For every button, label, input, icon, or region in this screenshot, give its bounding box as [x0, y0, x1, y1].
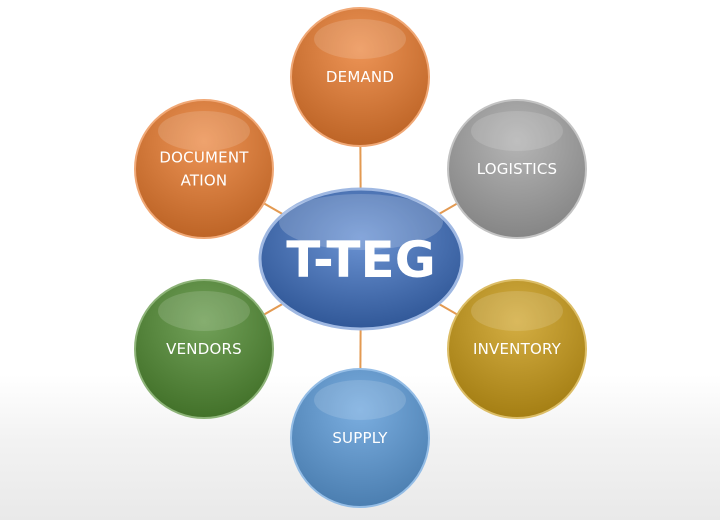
node-highlight-logistics [471, 111, 563, 151]
hub-label: T-TEG [286, 231, 435, 289]
hub-ellipse [258, 187, 464, 331]
node-logistics: LOGISTICS [447, 99, 587, 239]
node-highlight-supply [314, 380, 406, 420]
node-demand: DEMAND [290, 7, 430, 147]
node-circle-inventory [447, 279, 587, 419]
node-label-inventory: INVENTORY [473, 340, 562, 358]
node-inventory: INVENTORY [447, 279, 587, 419]
node-label-documentation: DOCUMENT [159, 149, 249, 167]
node-highlight-vendors [158, 291, 250, 331]
node-circle-documentation [134, 99, 274, 239]
node-highlight-inventory [471, 291, 563, 331]
node-circle-vendors [134, 279, 274, 419]
node-label-demand: DEMAND [326, 68, 394, 86]
node-circle-logistics [447, 99, 587, 239]
node-circle-supply [290, 368, 430, 508]
node-group: DEMAND LOGISTICS INVENTORY SUPPLY VENDORS DOC… [134, 7, 587, 508]
node-label-supply: SUPPLY [332, 429, 388, 447]
node-vendors: VENDORS [134, 279, 274, 419]
hub-highlight [279, 194, 443, 250]
hub-node: T-TEG [258, 187, 464, 331]
node-supply: SUPPLY [290, 368, 430, 508]
node-label-logistics: LOGISTICS [477, 160, 558, 178]
node-documentation: DOCUMENT ATION [134, 99, 274, 239]
node-circle-demand [290, 7, 430, 147]
node-label-vendors: VENDORS [166, 340, 242, 358]
node-highlight-documentation [158, 111, 250, 151]
node-label-documentation: ATION [181, 172, 228, 190]
node-highlight-demand [314, 19, 406, 59]
